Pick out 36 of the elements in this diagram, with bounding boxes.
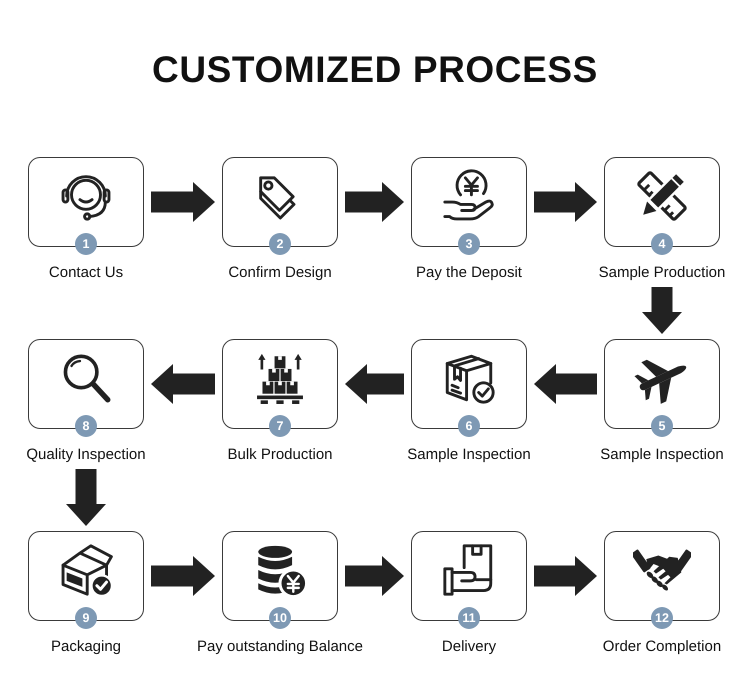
step-number: 6: [458, 415, 480, 437]
step-number: 11: [458, 607, 480, 629]
step-caption: Quality Inspection: [26, 446, 146, 464]
step-caption: Contact Us: [48, 264, 124, 282]
step-number: 4: [651, 233, 673, 255]
step-caption: Confirm Design: [228, 264, 332, 282]
step-number: 9: [75, 607, 97, 629]
step-caption: Sample Inspection: [407, 446, 531, 464]
step-number: 1: [75, 233, 97, 255]
step-number: 12: [651, 607, 673, 629]
arrow: [642, 287, 682, 334]
step-caption: Sample Production: [598, 264, 726, 282]
step-caption: Packaging: [50, 638, 122, 656]
step-caption: Bulk Production: [227, 446, 333, 464]
step-number: 10: [269, 607, 291, 629]
step-number: 3: [458, 233, 480, 255]
arrow: [345, 556, 404, 596]
step-number: 5: [651, 415, 673, 437]
arrow: [345, 364, 404, 404]
step-caption: Sample Inspection: [600, 446, 724, 464]
step-caption: Pay outstanding Balance: [197, 638, 363, 656]
arrow: [534, 364, 597, 404]
arrow: [345, 182, 404, 222]
step-caption: Pay the Deposit: [416, 264, 522, 282]
title: CUSTOMIZED PROCESS: [151, 49, 599, 91]
arrow: [66, 469, 106, 526]
step-number: 7: [269, 415, 291, 437]
step-number: 2: [269, 233, 291, 255]
step-number: 8: [75, 415, 97, 437]
arrow: [534, 556, 597, 596]
step-caption: Order Completion: [602, 638, 722, 656]
step-caption: Delivery: [442, 638, 496, 656]
arrow: [534, 182, 597, 222]
arrow: [151, 556, 215, 596]
arrow: [151, 364, 215, 404]
arrow: [151, 182, 215, 222]
